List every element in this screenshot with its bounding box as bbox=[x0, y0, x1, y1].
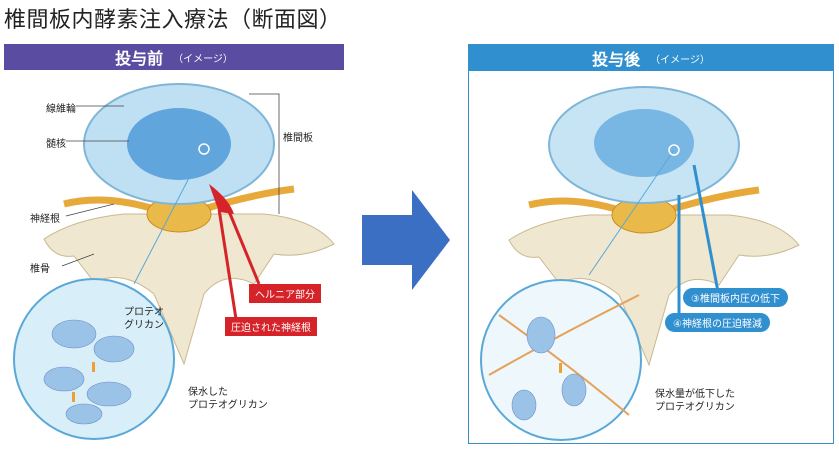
label-reduced-proteoglycan: 保水量が低下した プロテオグリカン bbox=[655, 389, 735, 413]
nerve-root-left bbox=[63, 196, 156, 213]
proteoglycan-cluster bbox=[43, 319, 135, 425]
after-panel: 投与後 （イメージ） ③椎間板内圧の低下 ④神経根の圧迫軽減 保水量が低下した … bbox=[468, 44, 834, 444]
relief-tag: ④神経根の圧迫軽減 bbox=[665, 313, 770, 332]
disc-nucleus-after bbox=[594, 109, 694, 177]
pressure-pointer bbox=[692, 164, 721, 298]
before-banner-subtitle: （イメージ） bbox=[173, 53, 233, 65]
before-banner: 投与前 （イメージ） bbox=[4, 44, 344, 70]
label-vertebra: 椎骨 bbox=[30, 264, 50, 275]
after-banner-subtitle: （イメージ） bbox=[650, 54, 710, 66]
before-panel: 投与前 （イメージ） bbox=[4, 44, 344, 444]
nerve-root-right bbox=[202, 185, 295, 213]
proteoglycan-cluster-after bbox=[511, 316, 587, 421]
compressed-nerve-tag: 圧迫された神経根 bbox=[225, 317, 317, 336]
label-proteoglycan: プロテオ グリカン bbox=[124, 307, 164, 331]
transition-arrow bbox=[362, 190, 450, 290]
compressed-pointer bbox=[217, 208, 238, 320]
label-hydrated-proteoglycan: 保水した プロテオグリカン bbox=[188, 387, 268, 411]
label-nerve: 神経根 bbox=[30, 214, 60, 225]
page-title: 椎間板内酵素注入療法（断面図） bbox=[4, 8, 342, 33]
label-disc: 椎間板 bbox=[283, 133, 313, 144]
label-nucleus: 髄核 bbox=[46, 139, 66, 150]
after-banner-title: 投与後 bbox=[592, 50, 641, 69]
label-annulus: 線維輪 bbox=[46, 104, 76, 115]
after-illustration bbox=[480, 86, 800, 441]
magnified-view bbox=[13, 278, 175, 440]
hernia-tag: ヘルニア部分 bbox=[249, 284, 321, 303]
before-illustration bbox=[13, 83, 335, 440]
after-banner: 投与後 （イメージ） bbox=[469, 45, 833, 71]
before-banner-title: 投与前 bbox=[115, 49, 164, 68]
nerve-root-left-after bbox=[528, 197, 621, 214]
pressure-tag: ③椎間板内圧の低下 bbox=[683, 288, 788, 307]
disc-nucleus bbox=[127, 108, 231, 180]
hernia-pointer bbox=[224, 203, 261, 285]
